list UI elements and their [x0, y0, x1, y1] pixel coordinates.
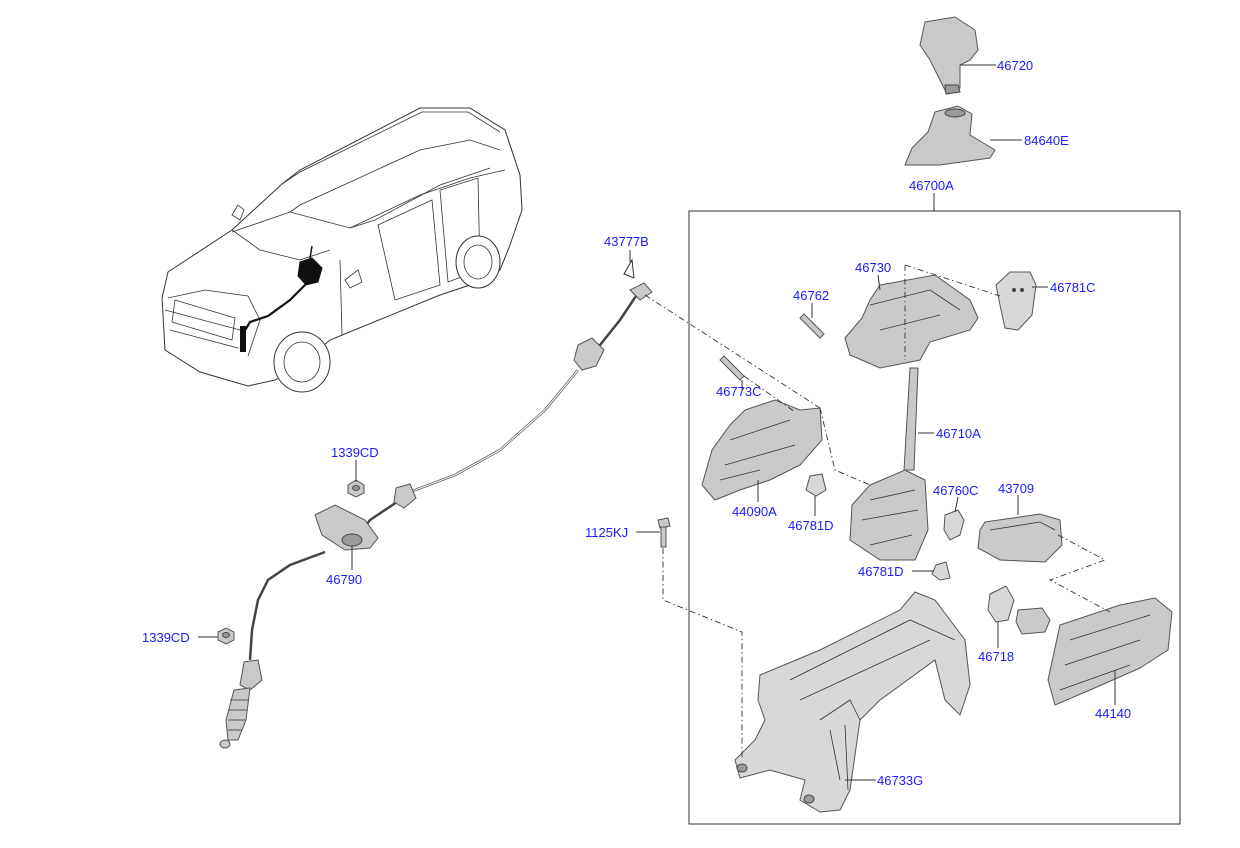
part-labels: 46720 84640E 46700A 46730 46781C 46762 4…: [142, 58, 1131, 788]
bolt-1125kj: [657, 517, 671, 548]
label-46710a: 46710A: [936, 426, 981, 441]
bushing-46781d-b: [931, 561, 951, 581]
bracket-46781c: [995, 271, 1037, 331]
label-1339cd-top: 1339CD: [331, 445, 379, 460]
label-1125kj: 1125KJ: [585, 525, 628, 540]
module-43709: [977, 513, 1063, 563]
label-46720: 46720: [997, 58, 1033, 73]
label-46762: 46762: [793, 288, 829, 303]
dashed-guides: [644, 264, 1111, 760]
shift-cable: [219, 258, 653, 749]
label-46781d-b: 46781D: [858, 564, 904, 579]
label-43709: 43709: [998, 481, 1034, 496]
label-46718: 46718: [978, 649, 1014, 664]
label-46781c: 46781C: [1050, 280, 1096, 295]
vehicle-illustration: [161, 107, 523, 393]
solenoid-46718: [987, 585, 1051, 635]
cover-44140: [1047, 597, 1173, 706]
nut-1339cd-top: [347, 479, 365, 498]
label-46790: 46790: [326, 572, 362, 587]
leader-lines: [198, 64, 1116, 781]
lever-46710a: [849, 367, 929, 561]
upper-housing-46730: [844, 274, 979, 369]
shift-boot: [904, 105, 996, 166]
label-84640e: 84640E: [1024, 133, 1069, 148]
label-44140: 44140: [1095, 706, 1131, 721]
label-44090a: 44090A: [732, 504, 777, 519]
housing-44090a: [701, 399, 823, 501]
bushing-46781d-a: [805, 473, 827, 497]
pin-46762: [799, 313, 825, 339]
label-46730: 46730: [855, 260, 891, 275]
bracket-46733g: [734, 591, 971, 813]
label-1339cd-bottom: 1339CD: [142, 630, 190, 645]
label-43777b: 43777B: [604, 234, 649, 249]
label-46733g: 46733G: [877, 773, 923, 788]
clip-46760c: [943, 509, 965, 541]
nut-1339cd-bottom: [217, 627, 235, 645]
label-46760c: 46760C: [933, 483, 979, 498]
label-46781d-a: 46781D: [788, 518, 834, 533]
pin-46773c: [719, 355, 745, 381]
shift-knob: [919, 16, 979, 95]
label-46773c: 46773C: [716, 384, 762, 399]
label-46700a: 46700A: [909, 178, 954, 193]
